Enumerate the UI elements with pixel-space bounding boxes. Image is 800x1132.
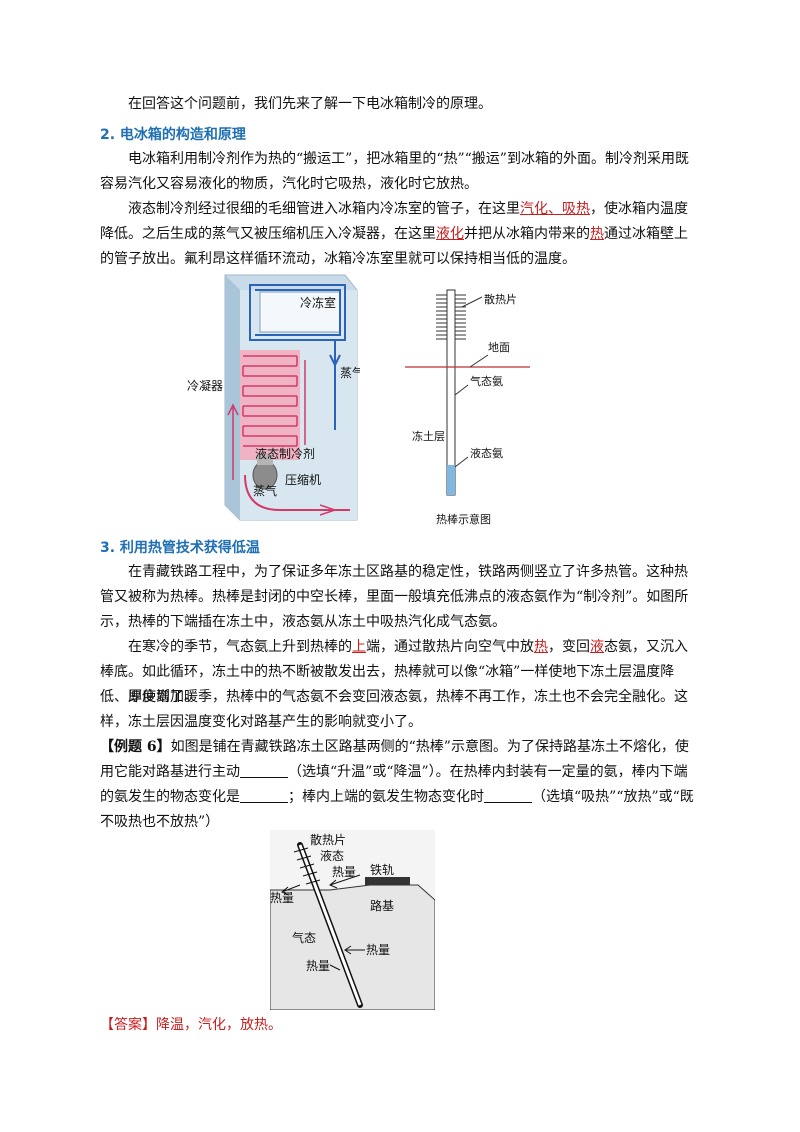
label-liquid-ammonia: 液态氨 [470,446,503,460]
highlight-term: 液化 [436,226,464,242]
example-label: 【例题 6】 [100,739,171,755]
label-heat-top: 热量 [332,865,356,879]
right-arrow-icon [319,504,338,516]
section-2-heading: 2. 电冰箱的构造和原理 [100,127,246,143]
text-run: ，变回 [548,639,590,655]
label-rail: 铁轨 [370,863,394,877]
intro-paragraph: 在回答这个问题前，我们先来了解一下电冰箱制冷的原理。 [128,96,492,112]
text-run: 通过冰箱壁上的管子放出。氟利昂这样循环流动，冰箱冷冻室里就可以保持相当低的温度。 [100,226,688,267]
leader-ground [469,354,489,368]
label-steam-2: 蒸气 [253,483,277,498]
blank-1[interactable] [240,763,288,778]
condenser-coils [242,355,298,447]
highlight-term: 热 [534,639,548,655]
section-3-paragraph-3: 即使到了暖季，热棒中的气态氨不会变回液态氨，热棒不再工作，冻土也不会完全融化。这… [100,689,688,730]
roadbed-diagram: 散热片 液态 热量 铁轨 热量 路基 气态 热量 热量 [270,830,435,1010]
up-arrow-icon [227,403,239,480]
label-freezer: 冷冻室 [300,295,336,310]
caption: 热棒示意图 [436,512,491,526]
fridge-side [225,275,240,520]
label-condenser: 冷凝器 [187,378,223,393]
text-run: 并把从冰箱内带来的 [464,226,590,242]
fridge-diagram: 冷冻室 蒸气 冷凝器 液态制冷剂 蒸气 压缩机 [187,274,360,521]
leader-fins [461,296,483,308]
label-gas-ammonia: 气态氨 [470,374,503,388]
section-2-paragraph-2: 液态制冷剂经过很细的毛细管进入冰箱内冷冻室的管子，在这里汽化、吸热，使冰箱内温度… [100,197,700,272]
answer-label: 【答案】 [100,1017,156,1033]
label-heat-left: 热量 [270,891,294,905]
label-heat-mid: 热量 [366,943,390,957]
label-fins: 散热片 [310,832,346,847]
heat-low-arrow [329,964,341,971]
text-run: 态氨，又沉入棒底。如此循环，冻土中的热不断被散发出去，热棒就可以像“冰箱”一样使… [100,639,688,705]
text-run: ，使冰箱内温度降低。之后生成的蒸气又被压缩机压入冷凝器，在这里 [100,201,688,242]
text-run: （选填“吸热”“放热”或“既不吸热也不放热”） [100,789,694,830]
text-run: 在寒冷的季节，气态氨上升到热棒的 [128,639,352,655]
label-liquid: 液态 [320,848,344,863]
blank-2[interactable] [240,788,288,803]
leader-gas [454,384,469,396]
text-run: 如图是铺在青藏铁路冻土区路基两侧的“热棒”示意图。为了保持路基冻土不熔化，使用它… [100,739,689,780]
heat-rod-inner [298,844,362,1006]
text-run: 端，通过散热片向空气中放 [366,639,534,655]
compressor-top [257,455,273,465]
freezer-box [259,291,341,333]
rail-icon [365,877,410,885]
text-run: ；棒内上端的氨发生物态变化时 [288,789,484,805]
heat-pipe-diagram: 散热片 地面 气态氨 冻土层 液态氨 热棒示意图 [405,289,530,526]
ground-shape [270,884,435,1010]
answer-line: 【答案】降温，汽化，放热。 [100,1013,700,1038]
leader-liquid [454,456,469,468]
freezer-pipe [249,284,346,341]
heat-in-arrow [329,874,361,889]
label-ground: 地面 [488,341,510,354]
label-gas: 气态 [292,930,316,945]
highlight-term: 热 [590,226,604,242]
label-heat-low: 热量 [306,959,330,973]
text-run: 液态制冷剂经过很细的毛细管进入冰箱内冷冻室的管子，在这里 [128,201,520,217]
label-frozen-soil: 冻土层 [412,429,445,443]
steam-pipe [329,340,341,430]
liquid-ammonia-fill [447,465,455,495]
condenser-panel [240,350,300,460]
heat-mid-arrow [344,945,365,955]
highlight-term: 汽化、吸热 [520,201,590,217]
section-3-paragraph-1: 在青藏铁路工程中，为了保证多年冻土区路基的稳定性，铁路两侧竖立了许多热管。这种热… [100,564,689,630]
label-fins: 散热片 [484,292,517,306]
return-pipe [244,474,350,511]
highlight-term: 上 [352,639,366,655]
text-run: （选填“升温”或“降温”）。在热棒内封装有一定量的氨，棒内下端的氨发生的物态变化… [100,764,688,805]
label-roadbed: 路基 [370,898,394,913]
section-3-paragraph-2: 在寒冷的季节，气态氨上升到热棒的上端，通过散热片向空气中放热，变回液态氨，又沉入… [100,635,700,710]
heat-out-left-arrow [281,884,301,896]
highlight-term: 液 [590,639,604,655]
label-compressor: 压缩机 [285,472,321,487]
section-2-paragraph-1: 电冰箱利用制冷剂作为热的“搬运工”，把冰箱里的“热”“搬运”到冰箱的外面。制冷剂… [100,151,689,192]
example-question: 【例题 6】如图是铺在青藏铁路冻土区路基两侧的“热棒”示意图。为了保持路基冻土不… [100,735,700,835]
answer-text: 降温，汽化，放热。 [156,1017,282,1033]
rod-fins [293,847,321,885]
label-liquid-refrigerant: 液态制冷剂 [255,446,315,461]
section-3-heading: 3. 利用热管技术获得低温 [100,540,260,556]
label-steam: 蒸气 [340,365,360,380]
blank-3[interactable] [484,788,532,803]
pipe [446,289,456,496]
